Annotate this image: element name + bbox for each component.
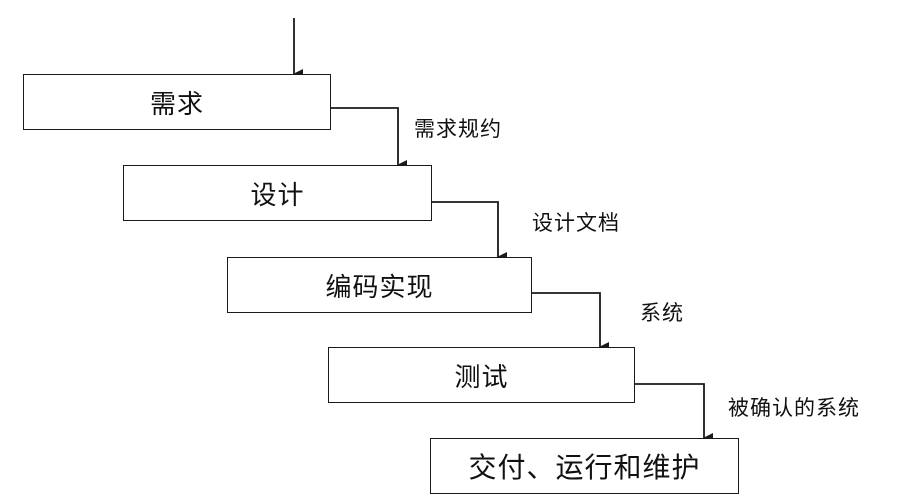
stage-requirements: 需求 <box>23 74 331 130</box>
stage-delivery: 交付、运行和维护 <box>430 438 739 494</box>
stage-testing-label: 测试 <box>454 362 509 393</box>
connector-design-to-coding <box>431 201 507 262</box>
stage-requirements-label: 需求 <box>149 89 204 120</box>
connector-testing-to-delivery <box>634 383 713 443</box>
connector-coding-to-testing <box>531 292 609 352</box>
stage-design: 设计 <box>123 165 432 221</box>
stage-testing: 测试 <box>328 347 635 403</box>
artifact-design-doc: 设计文档 <box>532 211 620 235</box>
connector-requirements-to-design <box>330 107 407 170</box>
artifact-requirements-spec: 需求规约 <box>414 117 502 141</box>
stage-delivery-label: 交付、运行和维护 <box>468 451 701 484</box>
stage-coding-label: 编码实现 <box>325 272 434 303</box>
stage-design-label: 设计 <box>250 180 305 211</box>
artifact-validated-system: 被确认的系统 <box>728 396 860 420</box>
artifact-system: 系统 <box>640 301 684 325</box>
stage-coding: 编码实现 <box>227 257 532 313</box>
